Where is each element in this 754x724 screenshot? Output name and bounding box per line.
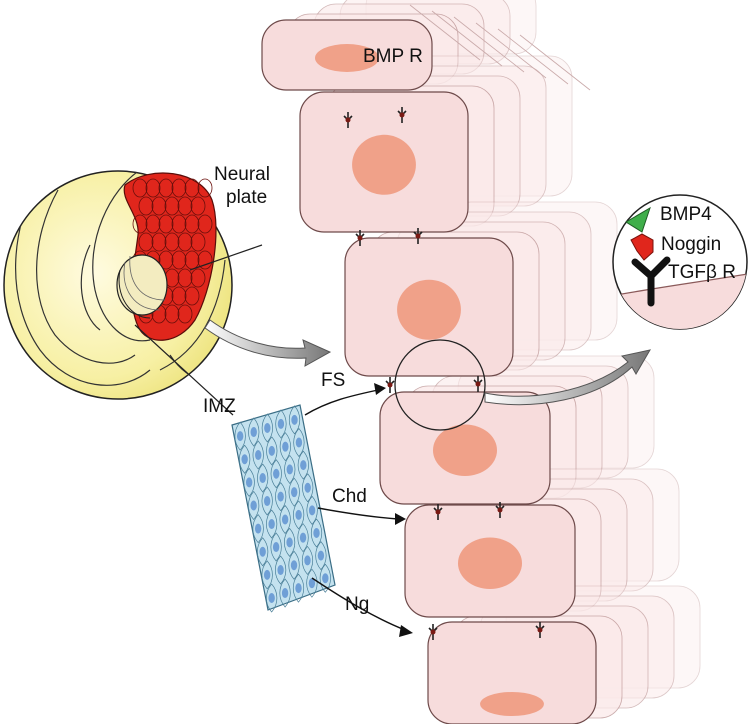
imz-nucleus [250,500,256,510]
receptor-dot [416,234,421,239]
receptor-dot [388,383,393,388]
receptor-dot [358,236,363,241]
chd-arrowhead [395,513,406,525]
imz-nucleus [273,469,279,479]
receptor-dot [431,630,436,635]
cell-nucleus [433,424,497,476]
imz-nucleus [237,431,243,441]
chd-arrow [318,508,398,519]
imz-nucleus [300,460,306,470]
imz-nucleus [305,483,311,493]
imz-nucleus [287,464,293,474]
imz-nucleus [282,588,288,598]
imz-nucleus [268,593,274,603]
imz-nucleus [264,570,270,580]
receptor-dot [346,118,351,123]
label-ng: Ng [345,594,369,615]
imz-nucleus [278,419,284,429]
imz-nucleus [264,423,270,433]
imz-nucleus [313,528,319,538]
imz-nucleus [241,454,247,464]
imz-nucleus [268,519,274,529]
ng-arrowhead [399,625,413,637]
receptor-dot [538,628,543,633]
legend-bmp4: BMP4 [660,204,712,225]
imz-nucleus [291,560,297,570]
imz-nucleus [282,442,288,452]
imz-nucleus [282,514,288,524]
imz-nucleus [251,427,257,437]
label-neural-plate-1: Neural [214,164,270,185]
imz-nucleus [322,573,328,583]
imz-nucleus [318,551,324,561]
label-imz: IMZ [203,396,236,417]
receptor-dot [476,382,481,387]
imz-nucleus [295,583,301,593]
imz-nucleus [277,565,283,575]
receptor-dot [400,113,405,118]
imz-nucleus [277,492,283,502]
label-bmp-r: BMP R [363,46,423,67]
imz-nucleus [269,446,275,456]
legend-tgfb-r: TGFβ R [668,262,736,283]
imz-nucleus [273,542,279,552]
imz-nucleus [300,533,306,543]
imz-nucleus [259,473,265,483]
legend-noggin: Noggin [661,234,721,255]
label-chd: Chd [332,486,367,507]
imz-nucleus [259,547,265,557]
imz-nucleus [286,537,292,547]
fs-arrow [305,390,378,415]
imz-nucleus [255,450,261,460]
fs-arrowhead [374,383,386,395]
imz-nucleus [264,496,270,506]
imz-nucleus [295,510,301,520]
cell-nucleus [397,280,461,340]
label-fs: FS [321,370,345,391]
imz-nucleus [291,487,297,497]
imz-nucleus [304,555,310,565]
imz-nucleus [291,415,297,425]
imz-nucleus [309,505,315,515]
receptor-dot [436,510,441,515]
label-neural-plate-2: plate [226,187,267,208]
imz-nucleus [296,437,302,447]
receptor-dot [498,508,503,513]
imz-nucleus [246,477,252,487]
cell-nucleus [352,135,416,195]
imz-nucleus [255,524,261,534]
cell-nucleus [480,692,544,716]
cell-nucleus [458,537,522,589]
embryo [4,170,262,415]
